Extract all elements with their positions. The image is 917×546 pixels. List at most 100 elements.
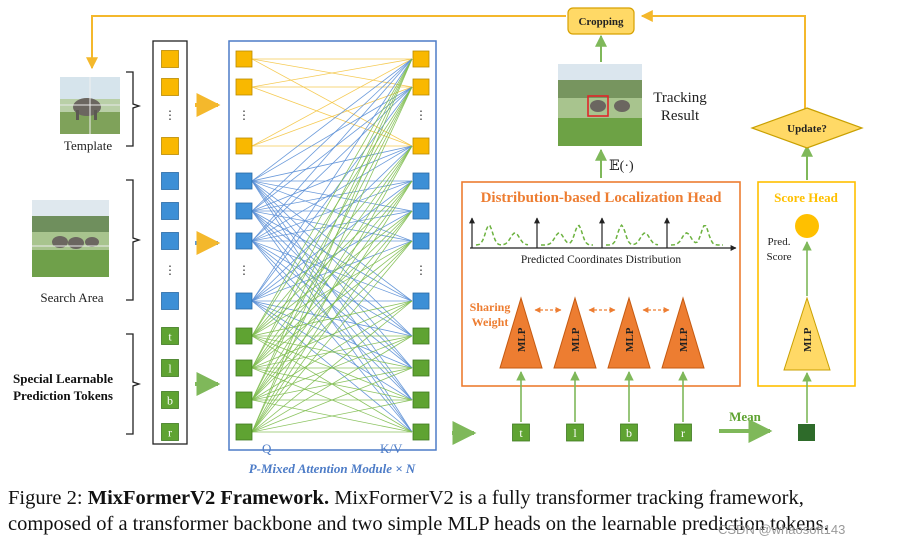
update-diamond[interactable]: [750, 107, 864, 149]
mlp-head-3: [661, 296, 705, 369]
flow-arrows: [195, 93, 221, 396]
query-token-0: [235, 50, 253, 68]
attention-link: [251, 86, 413, 147]
score-mlp-label: MLP: [802, 327, 814, 352]
query-ellipsis: ⋮: [238, 108, 250, 122]
distribution-curve: [541, 224, 593, 246]
kv-token-10: [412, 359, 430, 377]
kv-token-0: [412, 50, 430, 68]
prediction-token-b: [620, 423, 638, 442]
sharing-weight-label-2: Weight: [472, 315, 509, 329]
distribution-plots: [469, 217, 737, 251]
attention-link: [251, 180, 413, 369]
attention-link: [251, 180, 413, 212]
prediction-token-l: [566, 423, 584, 442]
attention-link: [251, 86, 413, 242]
attention-link: [251, 335, 413, 433]
query-token-6: [235, 232, 253, 250]
attention-link: [251, 180, 413, 401]
input-token-6: [161, 232, 179, 250]
attention-link: [251, 335, 413, 369]
input-token-4: [161, 172, 179, 190]
attention-link: [251, 210, 413, 242]
attention-link: [251, 210, 413, 401]
pred-score-label-1: Pred.: [768, 236, 791, 248]
input-token-8: [161, 292, 179, 310]
attention-link: [251, 145, 413, 401]
attention-module-label: P-Mixed Attention Module × N: [249, 461, 416, 476]
distribution-curve: [606, 224, 659, 246]
kv-token-5: [412, 202, 430, 220]
kv-token-12: [412, 423, 430, 441]
prediction-token-letter-2: b: [626, 426, 632, 440]
predicted-coordinates-label: Predicted Coordinates Distribution: [521, 254, 682, 266]
mlp-label-2: MLP: [624, 327, 636, 352]
caption-line1: MixFormerV2 is a fully transformer track…: [334, 487, 804, 509]
feedback-loop: [86, 10, 806, 140]
attention-link: [251, 58, 413, 369]
query-token-9: [235, 327, 253, 345]
kv-ellipsis: ⋮: [415, 108, 427, 122]
attention-link: [251, 210, 413, 433]
q-label: Q: [262, 441, 272, 456]
prediction-token-t: [512, 423, 530, 442]
attention-link: [251, 210, 413, 302]
attention-link: [251, 145, 413, 337]
attention-link: [251, 58, 413, 401]
localization-head-title: Distribution-based Localization Head: [481, 190, 723, 206]
attention-link: [251, 145, 413, 433]
search-area-image: [32, 200, 109, 277]
braces: [126, 71, 142, 435]
attention-link: [251, 240, 413, 369]
attention-link: [251, 58, 413, 433]
query-token-12: [235, 423, 253, 441]
cropping-box[interactable]: [567, 7, 635, 35]
mean-label: Mean: [729, 409, 762, 424]
attention-link: [251, 240, 413, 302]
attention-link: [251, 86, 413, 369]
special-tokens-label-2: Prediction Tokens: [13, 388, 113, 403]
input-token-12: [161, 423, 179, 441]
attention-link: [251, 180, 413, 433]
expectation-label: 𝔼(·): [609, 159, 634, 174]
attention-link: [251, 145, 413, 302]
input-token-letter-3: r: [168, 426, 172, 440]
caption-line2: composed of a transformer backbone and t…: [8, 513, 829, 535]
mlp-label-3: MLP: [678, 327, 690, 352]
query-tokens: ⋮⋮: [235, 50, 253, 441]
special-tokens-label-1: Special Learnable: [13, 371, 113, 386]
query-token-11: [235, 391, 253, 409]
attention-link: [251, 58, 413, 212]
pred-score-label-2: Score: [766, 251, 791, 263]
attention-link: [251, 86, 413, 401]
mlp-label-1: MLP: [570, 327, 582, 352]
mlp-head-1: [553, 296, 597, 369]
template-image: [60, 77, 120, 134]
attention-link: [251, 86, 413, 212]
attention-links: [251, 58, 413, 433]
attention-link: [251, 58, 413, 182]
sharing-weight-label-1: Sharing: [470, 300, 511, 314]
input-token-1: [161, 78, 179, 96]
tracking-result-label-2: Result: [661, 108, 700, 124]
attention-link: [251, 300, 413, 401]
input-token-5: [161, 202, 179, 220]
attention-link: [251, 145, 413, 212]
pred-score-circle: [795, 214, 819, 238]
attention-link: [251, 58, 413, 302]
input-token-letter-1: l: [168, 362, 172, 376]
attention-link: [251, 240, 413, 433]
attention-link: [251, 335, 413, 401]
attention-link: [251, 58, 413, 88]
input-ellipsis: ⋮: [164, 108, 176, 122]
attention-link: [251, 86, 413, 302]
kv-label: K/V: [380, 441, 403, 456]
kv-token-9: [412, 327, 430, 345]
caption-prefix: Figure 2:: [8, 487, 83, 509]
search-area-label: Search Area: [40, 290, 103, 305]
prediction-token-letter-3: r: [681, 426, 685, 440]
mlp-label-0: MLP: [516, 327, 528, 352]
attention-link: [251, 240, 413, 401]
kv-ellipsis: ⋮: [415, 263, 427, 277]
